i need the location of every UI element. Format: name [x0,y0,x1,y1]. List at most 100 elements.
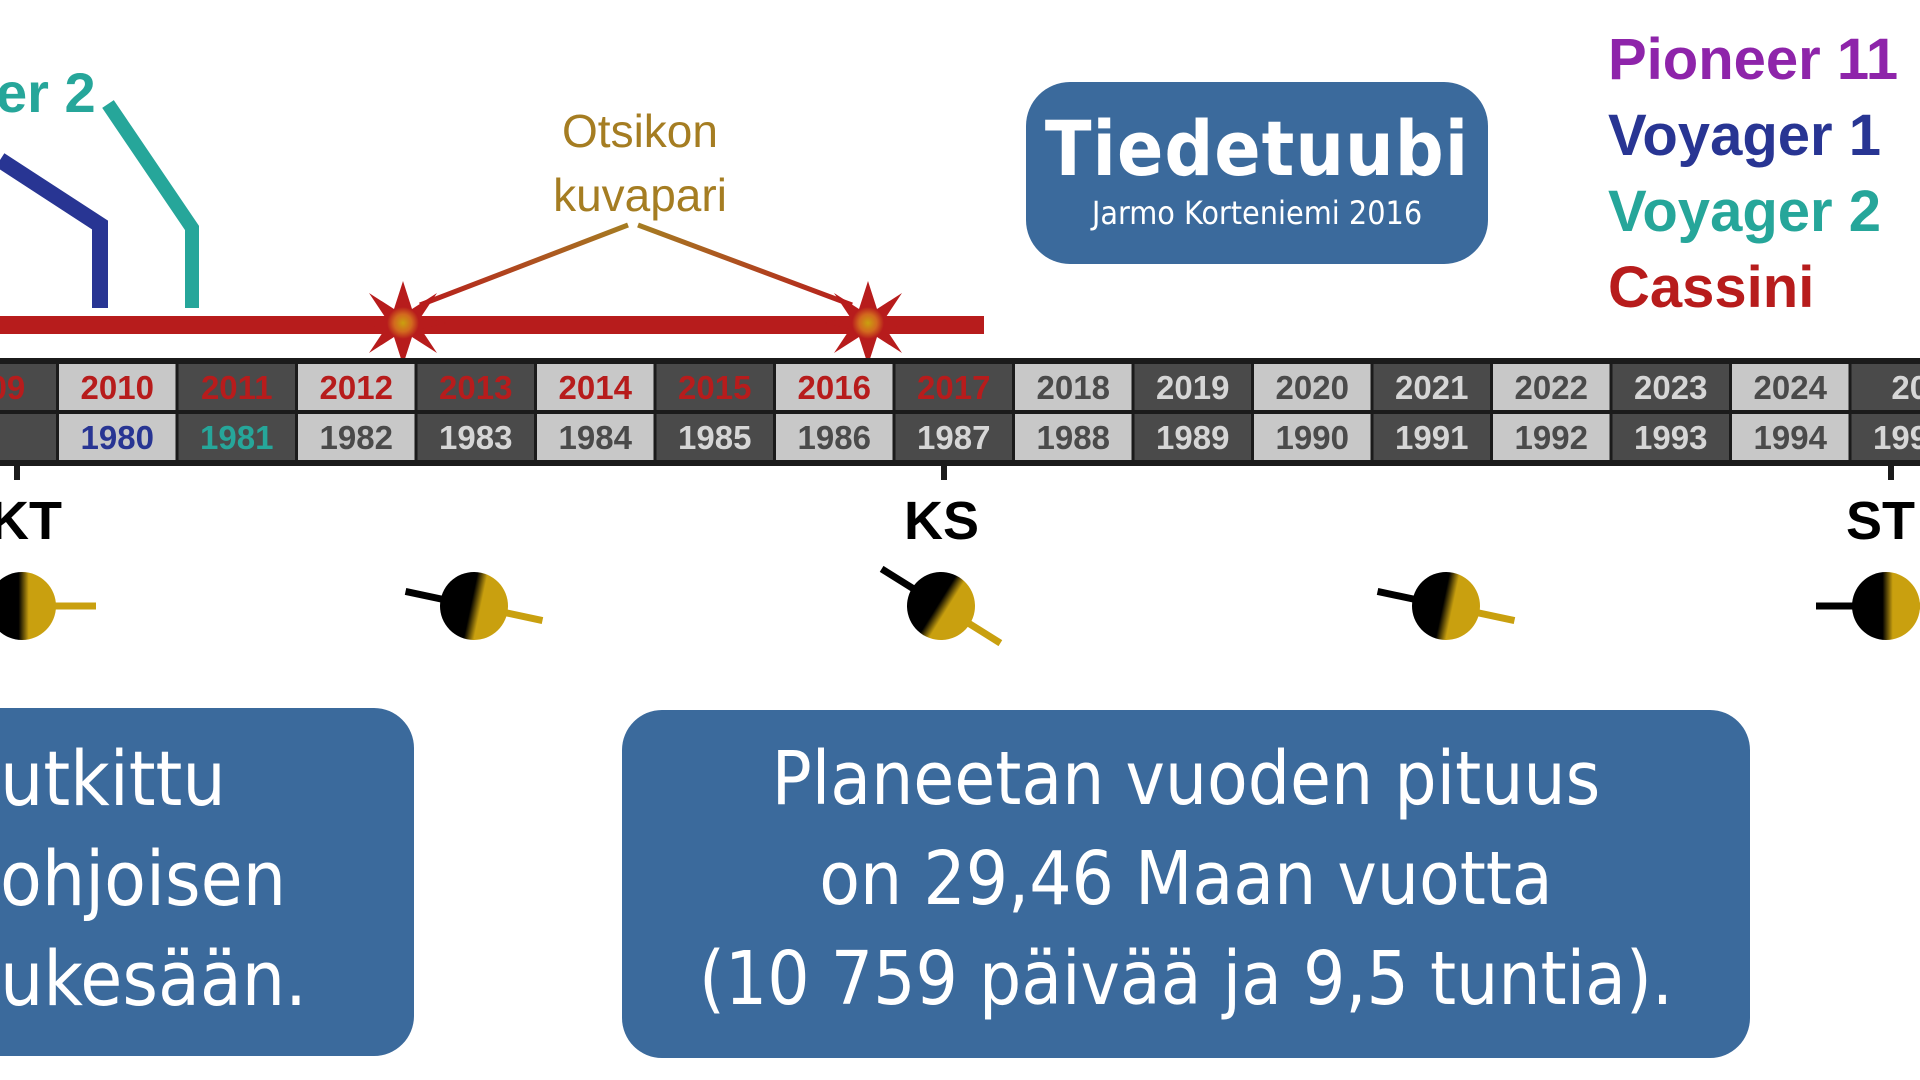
voyager1-track-line [0,153,108,308]
voyager2-label-fragment: er 2 [0,61,96,124]
timeline-year-top-label: 2019 [1156,369,1229,406]
timeline-year-top-label: 009 [0,369,25,406]
starburst-2016 [824,281,912,365]
timeline-year-bottom-label: 1995 [1873,419,1920,456]
timeline-year-bottom-label: 1983 [439,419,512,456]
timeline-year-bottom-cell [417,414,534,460]
timeline-year-bottom-label: 1989 [1156,419,1229,456]
timeline-year-top-label: 20 [1891,369,1920,406]
timeline-year-top-label: 2024 [1754,369,1828,406]
info-card-left-line1: utkittu [0,734,226,823]
timeline-year-bottom-label: 1984 [559,419,633,456]
timeline-year-top-cell [776,364,893,410]
timeline-year-top-cell [1015,364,1132,410]
timeline-year-bottom-cell [537,414,654,460]
timeline-year-bottom-label: 1991 [1395,419,1468,456]
timeline-year-bottom-label: 1980 [81,419,154,456]
timeline-year-bottom-cell [59,414,176,460]
timeline-year-top-label: 2017 [917,369,990,406]
timeline-year-top-cell [895,364,1012,410]
timeline-year-bottom-label: 1981 [200,419,273,456]
timeline-year-top-label: 2015 [678,369,751,406]
legend-voyager1: Voyager 1 [1608,103,1881,168]
season-label-kt: KT [0,491,62,551]
timeline-year-top-cell [1254,364,1371,410]
timeline-year-top-label: 2012 [320,369,393,406]
timeline-year-bottom-cell [1612,414,1729,460]
timeline-year-bottom-cell [1373,414,1490,460]
timeline-year-top-label: 2022 [1515,369,1588,406]
timeline-year-top-label: 2016 [798,369,871,406]
info-card-left-line2: ohjoisen [0,834,287,923]
cassini-mission-bar [0,316,984,334]
timeline-year-bottom-cell [895,414,1012,460]
annotation-arrow-left [419,222,629,308]
saturn-season-icon [404,572,544,640]
timeline-year-top-cell [59,364,176,410]
timeline-year-top-label: 2013 [439,369,512,406]
tiedetuubi-badge: Tiedetuubi Jarmo Korteniemi 2016 [1026,82,1488,264]
saturn-season-icon [1816,572,1920,640]
timeline-year-bottom-label: 1988 [1037,419,1110,456]
timeline-year-top-cell [1373,364,1490,410]
timeline-top-row: 009 2010 2011 2012 2013 2014 2015 2016 2017 2018 2… [0,364,1920,410]
timeline-year-top-cell [417,364,534,410]
starburst-2012 [359,281,447,365]
annotation-label-line1: Otsikon [562,105,718,157]
season-tick-st [1888,466,1894,480]
timeline-year-bottom-cell [776,414,893,460]
info-card-left-line3: ukesään. [0,934,307,1023]
timeline-year-bottom-label: 1987 [917,419,990,456]
annotation-label-line2: kuvapari [553,169,727,221]
saturn-season-icon [1376,572,1516,640]
timeline-year-bottom-label: 1986 [798,419,871,456]
timeline-year-bottom-cell [656,414,773,460]
timeline-year-bottom-label: 1993 [1634,419,1707,456]
timeline-year-top-label: 2010 [81,369,154,406]
timeline-year-bottom-cell [1851,414,1920,460]
timeline-year-top-label: 2020 [1276,369,1349,406]
timeline-year-top-cell [1732,364,1849,410]
timeline-year-top-label: 2021 [1395,369,1468,406]
voyager2-track-line [102,100,199,308]
timeline-year-top-cell [178,364,295,410]
timeline-year-top-label: 2014 [559,369,633,406]
timeline-year-bottom-label: 1992 [1515,419,1588,456]
timeline-year-top-cell [0,364,56,410]
timeline-year-bottom-cell [1015,414,1132,460]
timeline-year-bottom-cell [1732,414,1849,460]
timeline-year-top-cell [1851,364,1920,410]
timeline-year-bottom-label: 1985 [678,419,751,456]
info-card-left: utkittu ohjoisen ukesään. [0,708,414,1056]
annotation-arrow-right [637,222,853,308]
timeline-year-bottom-cell [1254,414,1371,460]
info-card-year-length: Planeetan vuoden pituus on 29,46 Maan vu… [622,710,1750,1058]
badge-subtitle: Jarmo Korteniemi 2016 [1091,194,1423,232]
timeline-year-bottom-cell [1134,414,1251,460]
saturn-season-icon [879,565,1003,647]
timeline-year-top-cell [656,364,773,410]
timeline-year-top-label: 2018 [1037,369,1110,406]
season-label-st: ST [1846,491,1916,551]
info-card-line2: on 29,46 Maan vuotta [819,836,1553,922]
info-card-line1: Planeetan vuoden pituus [771,736,1601,822]
badge-title: Tiedetuubi [1044,104,1470,193]
timeline-year-bottom-label: 1994 [1754,419,1828,456]
timeline-year-bottom-label: 1990 [1276,419,1349,456]
season-label-ks: KS [904,491,980,551]
timeline-year-top-label: 2023 [1634,369,1707,406]
timeline-year-bottom-cell [0,414,56,460]
legend-pioneer11: Pioneer 11 [1608,27,1899,92]
season-tick-ks [941,466,947,480]
legend-voyager2: Voyager 2 [1608,179,1881,244]
info-card-line3: (10 759 päivää ja 9,5 tuntia). [698,936,1674,1022]
timeline-year-top-label: 2011 [201,369,273,406]
timeline-year-top-cell [537,364,654,410]
timeline-year-top-cell [1612,364,1729,410]
timeline-year-top-cell [298,364,415,410]
timeline-year-top-cell [1493,364,1610,410]
timeline-year-bottom-cell [178,414,295,460]
